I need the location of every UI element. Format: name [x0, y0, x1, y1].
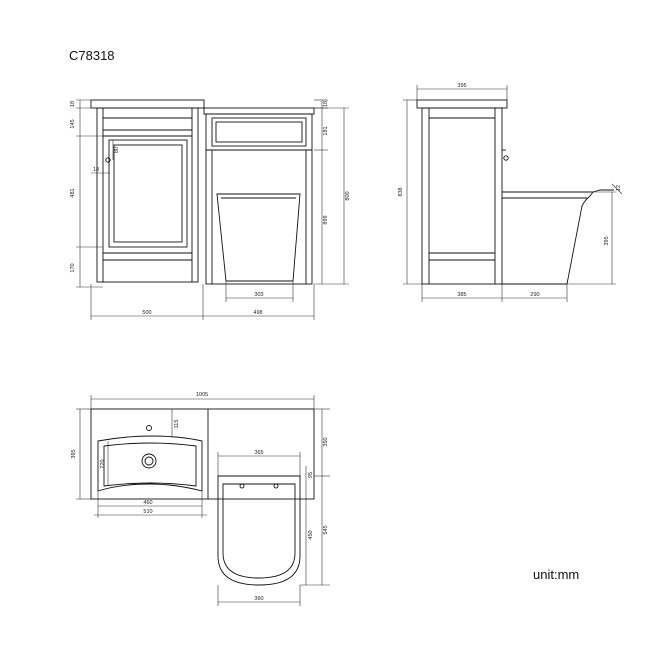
dim-top-overall-width: 1005 — [196, 392, 208, 398]
vanity-cabinet — [96, 107, 199, 283]
dim-top-basin-depth: 395 — [71, 449, 77, 458]
hinge-right-icon — [273, 483, 279, 489]
dim-front-knob-offset: 80 — [114, 147, 120, 153]
product-code: C78318 — [69, 48, 115, 63]
dim-top-bowl-depth: 220 — [100, 459, 106, 468]
dim-top-seat-offset: 95 — [308, 472, 314, 478]
basin-countertop — [90, 99, 205, 109]
dim-front-basin-width: 500 — [142, 310, 151, 316]
top-countertop — [90, 408, 315, 500]
dim-top-seat-length: 450 — [308, 530, 314, 539]
dim-top-cistern-depth: 350 — [323, 437, 329, 446]
flush-panel — [211, 117, 307, 147]
dim-front-flush-panel: 181 — [323, 126, 329, 135]
toilet-unit-frame — [205, 113, 313, 285]
dim-front-overall-height: 800 — [345, 191, 351, 200]
dim-front-toilet-height: 899 — [323, 215, 329, 224]
dim-front-side-thickness: 18 — [93, 167, 99, 173]
door-knob-icon — [105, 157, 111, 163]
dim-top-basin-width: 510 — [143, 509, 152, 515]
side-view: 395 838 12 395 385 290 — [398, 83, 623, 302]
dim-front-drawer-height: 145 — [70, 119, 76, 128]
toilet-unit-top — [203, 107, 315, 115]
dim-side-height: 838 — [398, 187, 404, 196]
dim-front-top-thickness: 18 — [70, 101, 76, 107]
dim-side-top-width: 395 — [457, 83, 466, 89]
side-cabinet — [421, 107, 503, 285]
unit-label: unit:mm — [533, 567, 580, 582]
front-view: 18 145 481 170 80 18 18 181 899 800 303 … — [70, 99, 351, 320]
dim-front-toilet-top: 18 — [323, 101, 329, 107]
dim-front-door-height: 481 — [70, 188, 76, 197]
dim-side-unit-depth: 385 — [457, 292, 466, 298]
side-countertop — [416, 99, 508, 109]
dim-top-tap-offset: 115 — [174, 420, 180, 429]
dim-top-bowl-width: 460 — [143, 500, 152, 506]
dim-side-pan-depth: 290 — [530, 292, 539, 298]
dim-side-lip: 12 — [616, 185, 622, 191]
dim-front-toilet-width: 498 — [253, 310, 262, 316]
hinge-left-icon — [239, 483, 245, 489]
side-button-icon — [503, 155, 509, 161]
dim-side-pan-height: 395 — [604, 236, 610, 245]
side-pan-profile — [502, 191, 594, 285]
drain-icon — [141, 453, 157, 469]
door-panel — [113, 144, 183, 243]
dim-front-pan-width: 303 — [254, 292, 263, 298]
dim-top-pan-width: 360 — [254, 596, 263, 602]
toilet-seat — [217, 475, 301, 586]
cabinet-door — [108, 139, 188, 248]
dim-top-toilet-length: 545 — [323, 525, 329, 534]
tap-hole-icon — [146, 425, 152, 431]
dim-front-leg-height: 170 — [70, 263, 76, 272]
dim-top-seat-width: 365 — [254, 450, 263, 456]
flush-panel-inner — [215, 121, 303, 143]
toilet-pan — [216, 193, 301, 282]
top-view: 1005 395 115 220 460 510 350 365 95 4 — [71, 392, 330, 606]
